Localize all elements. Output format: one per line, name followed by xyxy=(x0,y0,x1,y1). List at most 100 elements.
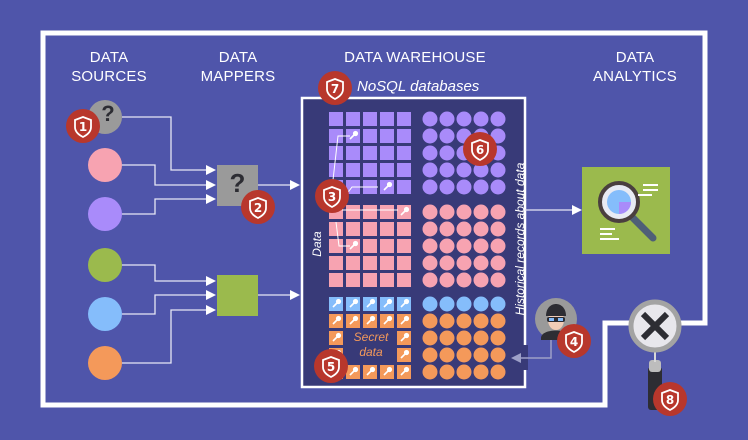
data-cell-purple xyxy=(346,163,360,177)
history-record-pink xyxy=(490,255,506,271)
history-record-pink xyxy=(422,255,438,271)
history-record-purple xyxy=(439,111,455,127)
data-cell-pink xyxy=(380,205,394,219)
header-data-warehouse: DATA WAREHOUSE xyxy=(344,49,486,66)
data-axis-label: Data xyxy=(310,231,324,257)
history-record-blue xyxy=(456,296,472,312)
history-record-pink xyxy=(473,204,489,220)
history-record-orange xyxy=(490,330,506,346)
data-cell-purple xyxy=(363,112,377,126)
secret-data-label: Secret data xyxy=(346,330,396,360)
data-source-4 xyxy=(88,248,122,282)
connector-lines xyxy=(122,116,582,364)
history-record-pink xyxy=(456,204,472,220)
question-mark-icon: ? xyxy=(101,101,115,126)
history-record-purple xyxy=(473,111,489,127)
history-axis-label: Historical records about data xyxy=(513,162,527,316)
history-record-purple xyxy=(456,111,472,127)
badge-number: 7 xyxy=(331,82,339,96)
key-icon xyxy=(366,315,376,325)
history-record-purple xyxy=(473,162,489,178)
history-record-pink xyxy=(490,221,506,237)
system-boundary xyxy=(40,30,708,408)
key-icon xyxy=(349,366,359,376)
data-cell-purple xyxy=(380,146,394,160)
data-cell-purple xyxy=(380,163,394,177)
history-record-purple xyxy=(422,162,438,178)
history-record-orange xyxy=(456,364,472,380)
data-cell-purple xyxy=(397,112,411,126)
history-record-pink xyxy=(422,238,438,254)
data-cell-pink xyxy=(380,222,394,236)
history-record-purple xyxy=(490,179,506,195)
badge-number: 8 xyxy=(666,393,674,407)
data-cell-pink xyxy=(397,256,411,270)
thief-access-arrow xyxy=(511,338,552,363)
history-record-orange xyxy=(490,347,506,363)
key-icon xyxy=(349,130,359,140)
history-record-pink xyxy=(473,272,489,288)
badge-number: 1 xyxy=(79,120,87,134)
key-icon xyxy=(400,332,410,342)
history-record-orange xyxy=(422,364,438,380)
history-record-orange xyxy=(456,330,472,346)
data-cell-purple xyxy=(380,112,394,126)
data-source-3 xyxy=(88,197,122,231)
data-cell-pink xyxy=(363,222,377,236)
header-line: DATA xyxy=(218,49,258,66)
header-data-mappers: DATA MAPPERS xyxy=(193,48,283,86)
key-icon xyxy=(400,206,410,216)
history-record-pink xyxy=(422,221,438,237)
history-record-pink xyxy=(439,255,455,271)
data-cell-pink xyxy=(397,222,411,236)
data-cell-pink xyxy=(363,273,377,287)
data-cell-pink xyxy=(346,256,360,270)
data-source-6 xyxy=(88,346,122,380)
history-record-purple xyxy=(439,162,455,178)
secret-label-line: Secret xyxy=(353,330,389,344)
history-record-orange xyxy=(473,347,489,363)
history-record-pink xyxy=(439,238,455,254)
badge-number: 4 xyxy=(570,335,578,349)
header-line: DATA xyxy=(615,49,655,66)
data-cell-pink xyxy=(363,256,377,270)
history-record-blue xyxy=(473,296,489,312)
data-cell-pink xyxy=(346,205,360,219)
data-cell-pink xyxy=(329,222,343,236)
data-cell-purple xyxy=(329,129,343,143)
history-record-blue xyxy=(490,296,506,312)
history-record-pink xyxy=(422,204,438,220)
security-badge-6: 6 xyxy=(463,132,497,166)
data-cell-pink xyxy=(346,222,360,236)
security-badge-5: 5 xyxy=(314,349,348,383)
history-record-pink xyxy=(439,221,455,237)
security-badge-8: 8 xyxy=(653,382,687,416)
history-record-purple xyxy=(439,145,455,161)
history-record-orange xyxy=(456,313,472,329)
header-line: SOURCES xyxy=(71,68,147,85)
history-record-orange xyxy=(422,347,438,363)
history-record-orange xyxy=(422,313,438,329)
badge-number: 3 xyxy=(328,190,336,204)
question-mark-icon: ? xyxy=(229,168,246,198)
data-source-2 xyxy=(88,148,122,182)
history-record-pink xyxy=(439,272,455,288)
history-record-pink xyxy=(456,238,472,254)
security-badge-4: 4 xyxy=(557,324,591,358)
badge-number: 6 xyxy=(476,143,484,157)
analytics-icon xyxy=(582,167,670,254)
key-icon xyxy=(400,366,410,376)
history-record-purple xyxy=(490,111,506,127)
data-cell-purple xyxy=(346,146,360,160)
data-cell-purple xyxy=(363,163,377,177)
data-cell-pink xyxy=(380,256,394,270)
history-record-orange xyxy=(456,347,472,363)
history-record-orange xyxy=(439,313,455,329)
header-line: ANALYTICS xyxy=(592,68,678,85)
key-icon xyxy=(383,181,393,191)
data-cell-purple xyxy=(363,129,377,143)
key-icon xyxy=(366,366,376,376)
history-record-pink xyxy=(473,238,489,254)
history-record-purple xyxy=(473,179,489,195)
